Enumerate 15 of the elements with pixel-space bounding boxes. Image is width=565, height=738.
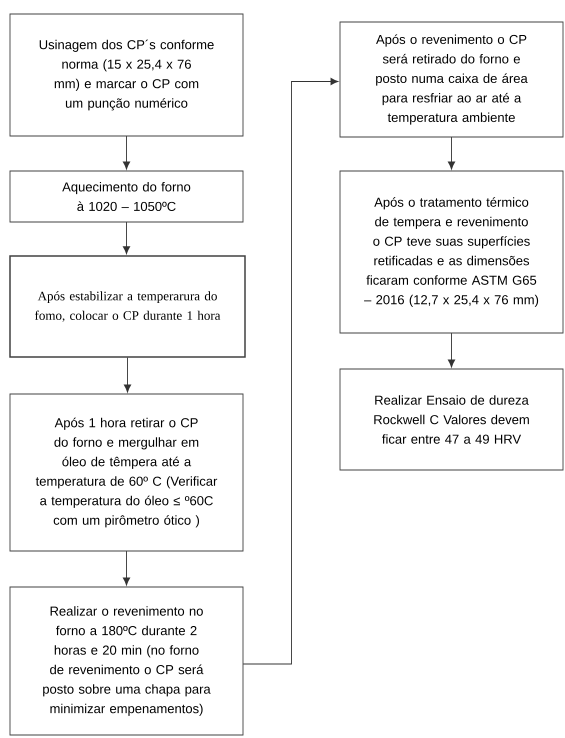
process-box: Após estabilizar a temperarura do fomo, colocar o CP durante 1 hora (9, 255, 246, 358)
arrow (122, 222, 130, 254)
process-box: Usinagem dos CP´s conforme norma (15 x 25,4 x 76 mm) e marcar o CP com um punção numérico (10, 14, 244, 136)
process-box: Após 1 hora retirar o CP do forno e mergulhar em óleo de têmpera até a temperatura de 60º C (Verificar a temperatura do óleo ≤ º60C com um pirômetro ótico ) (10, 394, 244, 552)
process-box: Realizar Ensaio de dureza Rockwell C Valores devem ficar entre 47 a 49 HRV (340, 368, 564, 470)
arrow (122, 136, 130, 170)
arrow (448, 333, 456, 368)
process-box: Aquecimento do forno à 1020 – 1050ºC (10, 170, 244, 222)
process-box: Após o revenimento o CP será retirado do forno e posto numa caixa de área para resfriar ao ar até a temperatura ambiente (340, 22, 564, 138)
arrow (448, 137, 456, 170)
arrow (122, 551, 130, 586)
arrow (124, 357, 132, 392)
process-box: Realizar o revenimento no forno a 180ºC durante 2 horas e 20 min (no forno de revenimento o CP será posto sobre uma chapa para minimizar empenamentos) (10, 586, 244, 736)
arrow (243, 78, 338, 664)
process-box: Após o tratamento térmico de tempera e revenimento o CP teve suas superfícies retificadas e as dimensões ficaram conforme ASTM G65 – 2016 (12,7 x 25,4 x 76 mm) (340, 170, 564, 334)
